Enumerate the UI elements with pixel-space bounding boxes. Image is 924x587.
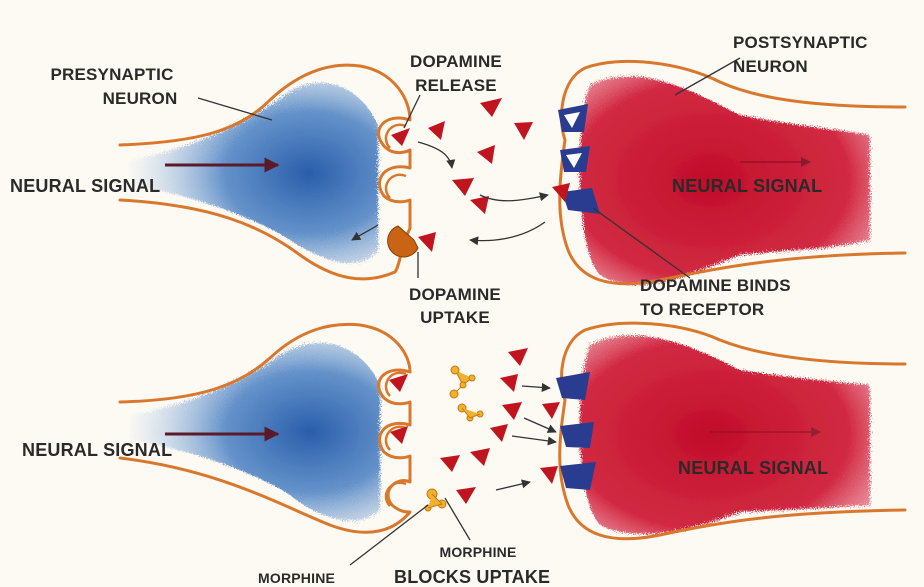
- dopamine-molecules-top: [391, 98, 570, 252]
- postsynaptic-neuron-label-line1: POSTSYNAPTIC: [733, 33, 868, 52]
- morphine-lower-label: MORPHINE: [258, 570, 335, 586]
- neural-signal-pre-top-label: NEURAL SIGNAL: [10, 176, 160, 196]
- dopamine-release-label-line2: RELEASE: [415, 76, 497, 95]
- presynaptic-neuron-label-line1: PRESYNAPTIC: [50, 65, 173, 84]
- diffusion-arrow-top: [480, 195, 548, 201]
- top-panel: [120, 58, 905, 285]
- dopamine-molecules-bottom: [389, 348, 560, 504]
- flow-arrow-b2: [524, 418, 556, 432]
- dopamine-uptake-label-line2: UPTAKE: [420, 308, 490, 327]
- vesicle-2-top: [386, 175, 406, 198]
- dopamine-uptake-label-line1: DOPAMINE: [409, 285, 501, 304]
- postsynaptic-cytoplasm-bottom: [580, 335, 870, 534]
- dopamine-release-label-line1: DOPAMINE: [410, 52, 502, 71]
- leader-postsynaptic: [675, 58, 740, 95]
- flow-arrow-b4: [496, 482, 530, 490]
- neural-signal-pre-bottom-label: NEURAL SIGNAL: [22, 440, 172, 460]
- neural-signal-post-top-label: NEURAL SIGNAL: [672, 176, 822, 196]
- dopamine-binds-label-line1: DOPAMINE BINDS: [640, 276, 791, 295]
- release-arrow-top: [418, 142, 452, 168]
- presynaptic-cytoplasm-top: [130, 83, 378, 263]
- leader-morphine-top: [445, 498, 470, 540]
- postsynaptic-neuron-label-line2: NEURON: [733, 57, 808, 76]
- reuptake-arrow-top: [470, 222, 545, 241]
- neural-signal-post-bottom-label: NEURAL SIGNAL: [678, 458, 828, 478]
- blocks-uptake-label: BLOCKS UPTAKE: [394, 567, 550, 587]
- bottom-panel: [120, 323, 905, 565]
- flow-arrow-b3: [512, 436, 556, 442]
- dopamine-transporter-top: [388, 226, 418, 257]
- flow-arrow-b1: [522, 386, 550, 388]
- dopamine-binds-label-line2: TO RECEPTOR: [640, 300, 764, 319]
- morphine-upper-label: MORPHINE: [439, 544, 516, 560]
- presynaptic-neuron-label-line2: NEURON: [103, 89, 178, 108]
